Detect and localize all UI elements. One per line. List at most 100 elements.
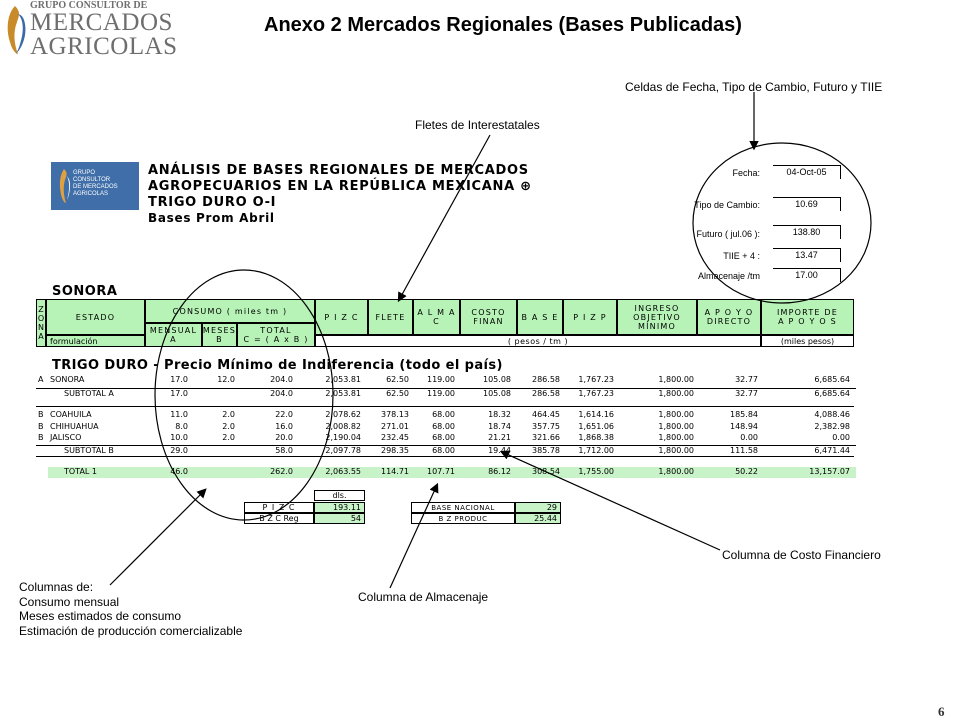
cell-mensual: 8.0 xyxy=(175,422,188,431)
cell-flete: 232.45 xyxy=(381,433,409,442)
cell-pizp: 1,755.00 xyxy=(578,467,614,476)
cell-importe: 13,157.07 xyxy=(809,467,850,476)
cell-estado: CHIHUAHUA xyxy=(50,422,99,431)
mini1-r2-label: B Z C Reg xyxy=(244,513,314,524)
tipo-cambio-label: Tipo de Cambio: xyxy=(694,200,760,210)
arrow-costo xyxy=(499,450,721,551)
header-pizc: P I Z C xyxy=(315,299,368,335)
almacenaje-field[interactable]: 17.00 xyxy=(773,268,841,282)
arrow-columnas xyxy=(109,488,207,586)
logo-line3: AGRICOLAS xyxy=(30,33,178,60)
header-consumo: CONSUMO ( miles tm ) xyxy=(145,299,315,323)
header-total: TOTAL C = ( A x B ) xyxy=(237,323,315,347)
header-mensual: MENSUAL A xyxy=(145,323,202,347)
company-logo: GRUPO CONSULTOR DE MERCADOS AGRICOLAS xyxy=(2,0,177,60)
cell-ingreso: 1,800.00 xyxy=(658,410,694,419)
mini2-r2-value: 25.44 xyxy=(515,513,561,524)
header-ingreso: INGRESO OBJETIVO MÍNIMO xyxy=(617,299,697,335)
tipo-cambio-field[interactable]: 10.69 xyxy=(773,197,841,211)
cell-total: 204.0 xyxy=(270,375,293,384)
cell-almac: 119.00 xyxy=(427,389,455,398)
logo-line1: GRUPO CONSULTOR DE xyxy=(30,0,148,11)
cell-pizp: 1,767.23 xyxy=(578,375,614,384)
cell-meses: 2.0 xyxy=(222,433,235,442)
header-zona-letter: N xyxy=(38,323,44,332)
cell-ingreso: 1,800.00 xyxy=(658,375,694,384)
cell-apoyo: 111.58 xyxy=(730,446,758,455)
header-almac: A L M A C xyxy=(413,299,460,335)
cell-almac: 107.71 xyxy=(427,467,455,476)
cell-base: 385.78 xyxy=(532,446,560,455)
cell-flete: 378.13 xyxy=(381,410,409,419)
cell-flete: 62.50 xyxy=(386,375,409,384)
header-pesos: ( pesos / tm ) xyxy=(315,335,761,347)
fecha-field[interactable]: 04-Oct-05 xyxy=(773,165,841,179)
mini2-r1-label: BASE NACIONAL xyxy=(411,502,515,513)
header-miles-pesos: (miles pesos) xyxy=(761,335,854,347)
tiie-field[interactable]: 13.47 xyxy=(773,248,841,262)
cell-mensual: 10.0 xyxy=(170,433,188,442)
header-total-label: TOTAL xyxy=(260,326,292,335)
cell-apoyo: 148.94 xyxy=(730,422,758,431)
region-title: SONORA xyxy=(52,284,118,299)
header-zona-letter: Z xyxy=(38,305,44,314)
cell-estado: SUBTOTAL B xyxy=(64,446,114,455)
cell-meses: 12.0 xyxy=(217,375,235,384)
cell-importe: 6,471.44 xyxy=(814,446,850,455)
cell-almac: 68.00 xyxy=(432,446,455,455)
cell-total: 20.0 xyxy=(275,433,293,442)
cell-pizp: 1,651.06 xyxy=(578,422,614,431)
cell-pizc: 2,053.81 xyxy=(325,375,361,384)
cell-flete: 62.50 xyxy=(386,389,409,398)
cell-total: 58.0 xyxy=(275,446,293,455)
cell-importe: 6,685.64 xyxy=(814,389,850,398)
header-apoyo: A P O Y O DIRECTO xyxy=(697,299,761,335)
note-columnas: Columnas de: Consumo mensual Meses estim… xyxy=(19,580,242,638)
futuro-field[interactable]: 138.80 xyxy=(773,225,841,239)
cell-importe: 2,382.98 xyxy=(814,422,850,431)
sheet-logo-emblem-icon xyxy=(59,169,71,203)
mini1-r1-label: P I Z C xyxy=(244,502,314,513)
cell-apoyo: 32.77 xyxy=(735,389,758,398)
cell-importe: 6,685.64 xyxy=(814,375,850,384)
cell-costo: 21.21 xyxy=(488,433,511,442)
cell-meses: 2.0 xyxy=(222,422,235,431)
cell-estado: TOTAL 1 xyxy=(64,467,98,476)
cell-base: 286.58 xyxy=(532,389,560,398)
cell-base: 357.75 xyxy=(532,422,560,431)
header-total-sub: C = ( A x B ) xyxy=(243,335,309,344)
logo-emblem-icon xyxy=(7,6,26,54)
mini1-r1-value: 193.11 xyxy=(314,502,365,513)
cell-mensual: 17.0 xyxy=(170,375,188,384)
note-fletes: Fletes de Interestatales xyxy=(415,118,540,132)
cell-costo: 19.44 xyxy=(488,446,511,455)
cell-flete: 271.01 xyxy=(381,422,409,431)
slide-title: Anexo 2 Mercados Regionales (Bases Publi… xyxy=(264,14,742,36)
note-columnas-line: Consumo mensual xyxy=(19,594,120,609)
cell-costo: 105.08 xyxy=(483,389,511,398)
cell-pizp: 1,868.38 xyxy=(578,433,614,442)
mini1-r2-value: 54 xyxy=(314,513,365,524)
cell-estado: SUBTOTAL A xyxy=(64,389,114,398)
cell-ingreso: 1,800.00 xyxy=(658,433,694,442)
cell-apoyo: 0.00 xyxy=(740,433,758,442)
cell-apoyo: 50.22 xyxy=(735,467,758,476)
cell-flete: 114.71 xyxy=(381,467,409,476)
cell-estado: JALISCO xyxy=(50,433,82,442)
cell-mensual: 11.0 xyxy=(170,410,188,419)
cell-total: 22.0 xyxy=(275,410,293,419)
cell-mensual: 46.0 xyxy=(170,467,188,476)
cell-base: 464.45 xyxy=(532,410,560,419)
sheet-title-3: TRIGO DURO O-I xyxy=(148,195,277,210)
note-fechas: Celdas de Fecha, Tipo de Cambio, Futuro … xyxy=(625,80,883,94)
tiie-label: TIIE + 4 : xyxy=(723,251,760,261)
cell-pizc: 2,063.55 xyxy=(325,467,361,476)
cell-almac: 119.00 xyxy=(427,375,455,384)
mini2-r2-label: B Z PRODUC xyxy=(411,513,515,524)
